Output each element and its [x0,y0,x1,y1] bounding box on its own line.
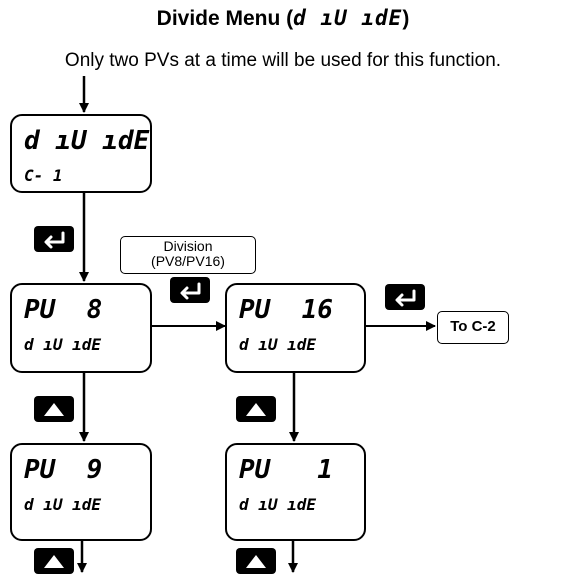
enter-key-icon[interactable] [34,226,74,252]
up-arrow-key-icon[interactable] [34,548,74,574]
page-title: Divide Menu (d ıU ıdE) [0,6,566,31]
subtitle: Only two PVs at a time will be used for … [64,50,502,71]
display-line2: C- 1 [24,166,63,185]
display-line1: PU 8 [24,295,103,325]
display-line1: d ıU ıdE [24,126,150,156]
division-label-line1: Division [163,238,213,254]
display-line2: d ıU ıdE [24,495,102,514]
up-arrow-key-icon[interactable] [34,396,74,422]
title-text: Divide Menu ( [156,7,294,30]
display-line1: PU 9 [24,455,103,485]
display-line2: d ıU ıdE [24,335,102,354]
to-c2-label[interactable]: To C-2 [437,311,509,344]
up-arrow-key-icon[interactable] [236,396,276,422]
display-line1: PU 1 [239,455,333,485]
display-line2: d ıU ıdE [239,335,317,354]
enter-key-icon[interactable] [170,277,210,303]
up-arrow-key-icon[interactable] [236,548,276,574]
title-display-text: d ıU ıdE [293,6,403,30]
display-pv1: PU 1 d ıU ıdE [225,443,366,541]
display-pv16: PU 16 d ıU ıdE [225,283,366,373]
title-close: ) [402,7,410,30]
display-pv9: PU 9 d ıU ıdE [10,443,152,541]
display-line1: PU 16 [239,295,333,325]
enter-key-icon[interactable] [385,284,425,310]
division-label: Division (PV8/PV16) [120,236,256,274]
division-label-line2: (PV8/PV16) [151,253,225,269]
display-pv8: PU 8 d ıU ıdE [10,283,152,373]
display-divide: d ıU ıdE C- 1 [10,114,152,193]
display-line2: d ıU ıdE [239,495,317,514]
